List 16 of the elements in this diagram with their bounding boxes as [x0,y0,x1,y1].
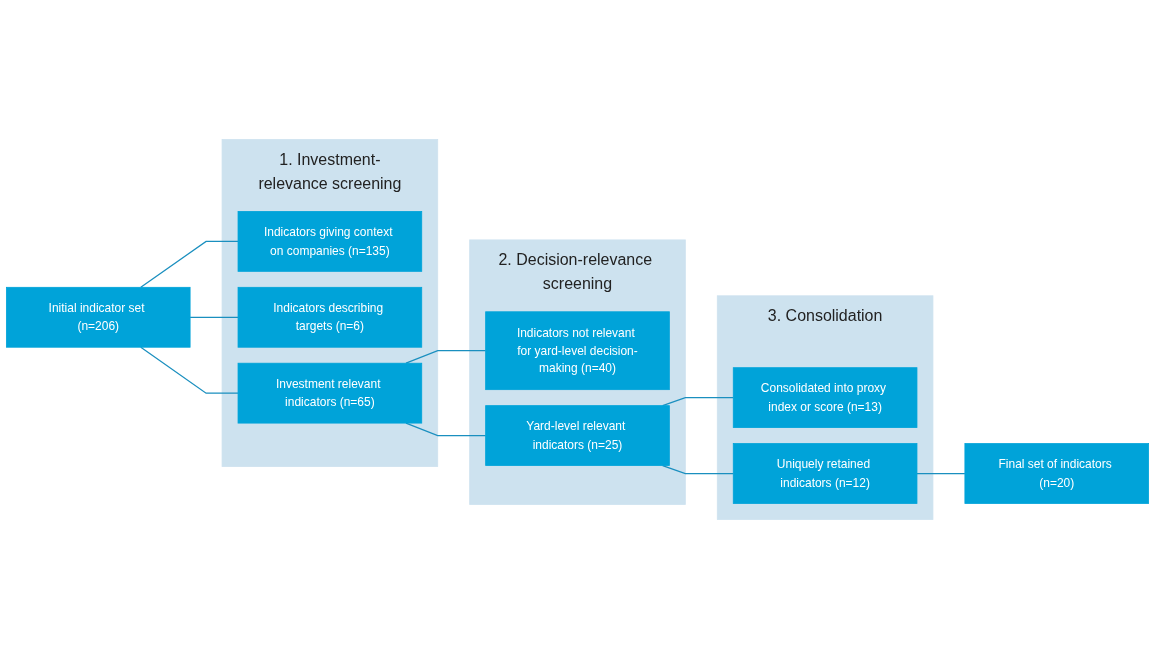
node-box: Indicators giving context on companies (n=135) [237,211,423,272]
node-box: Initial indicator set (n=206) [6,286,191,348]
connector [405,350,487,364]
connector [140,240,239,288]
node-box: Uniquely retained indicators (n=12) [732,443,918,504]
connector [662,464,734,475]
node-box: Indicators not relevant for yard-level decision-making (n=40) [485,311,670,391]
node-box: Consolidated into proxy index or score (n=13) [732,367,918,428]
node-box: Final set of indicators (n=20) [964,443,1149,504]
node-box: Investment relevant indicators (n=65) [237,362,423,424]
node-box: Indicators describing targets (n=6) [237,286,423,348]
connector [916,472,966,475]
connector [662,397,734,407]
connector [189,316,239,318]
node-box: Yard-level relevant indicators (n=25) [485,405,670,466]
connector [140,346,239,394]
